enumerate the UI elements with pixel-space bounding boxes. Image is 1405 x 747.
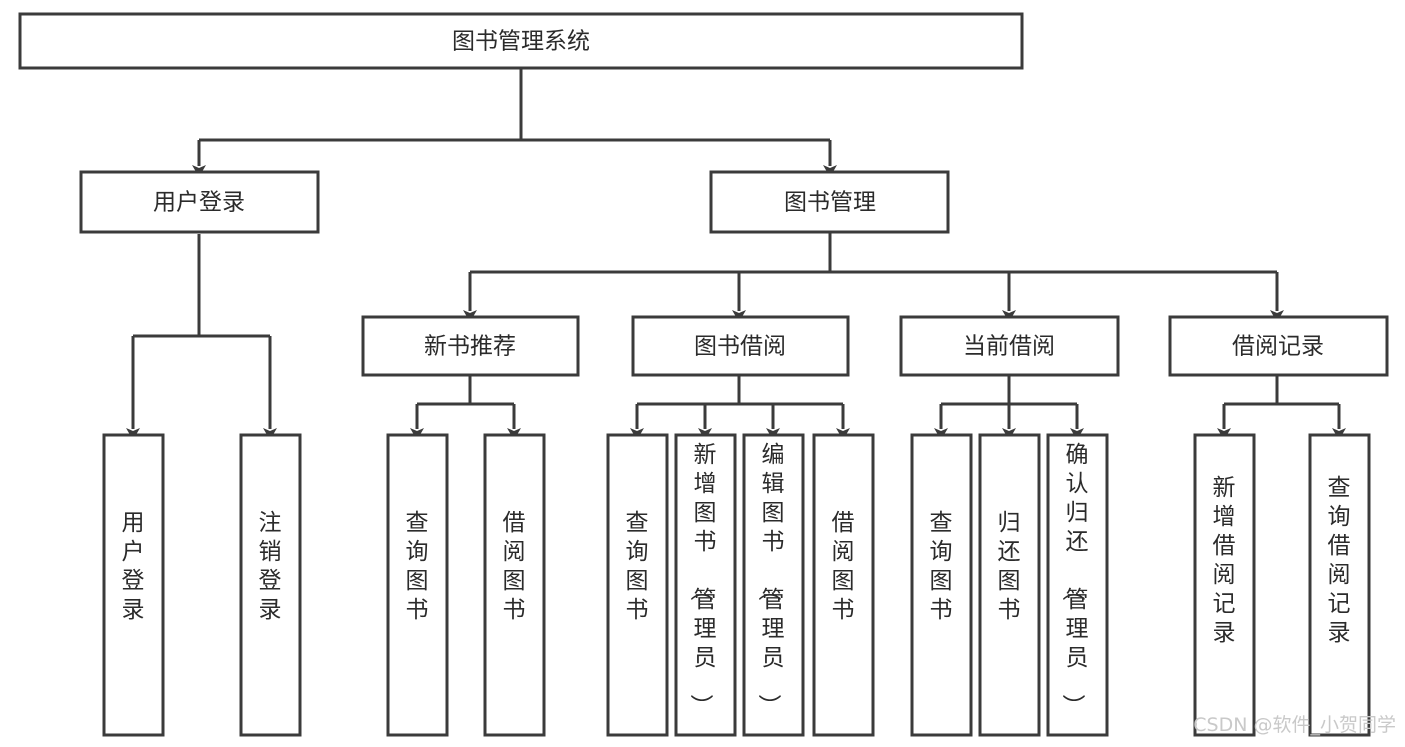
node-leaf-confirm-return[interactable]: 确认归还（管理员）: [1046, 433, 1109, 737]
node-current-borrow-box[interactable]: [899, 315, 1120, 377]
node-leaf-query-book-1-label: 查询图书: [406, 510, 429, 623]
node-leaf-query-record[interactable]: 查询借阅记录: [1308, 433, 1371, 737]
connector-layer: [126, 68, 1346, 440]
node-root[interactable]: 图书管理系统: [18, 12, 1024, 70]
node-leaf-borrow-book-2-box[interactable]: [812, 433, 875, 737]
node-user-login-box[interactable]: [79, 170, 320, 234]
node-leaf-query-record-label: 查询借阅记录: [1328, 475, 1351, 646]
node-leaf-edit-book-label: 编辑图书（管理员）: [756, 442, 785, 717]
node-book-manage[interactable]: 图书管理: [709, 170, 950, 234]
node-leaf-add-book-label: 新增图书（管理员）: [688, 442, 717, 717]
node-new-book-rec-box[interactable]: [361, 315, 580, 377]
node-leaf-query-book-2-box[interactable]: [606, 433, 669, 737]
node-leaf-borrow-book-1[interactable]: 借阅图书: [483, 433, 546, 737]
node-leaf-user-login[interactable]: 用户登录: [102, 433, 165, 737]
node-leaf-confirm-return-label: 确认归还（管理员）: [1060, 442, 1089, 717]
node-book-borrow[interactable]: 图书借阅: [631, 315, 850, 377]
node-leaf-add-record[interactable]: 新增借阅记录: [1193, 433, 1256, 737]
node-root-box[interactable]: [18, 12, 1024, 70]
node-leaf-query-record-box[interactable]: [1308, 433, 1371, 737]
node-leaf-query-book-2[interactable]: 查询图书: [606, 433, 669, 737]
node-leaf-borrow-book-1-box[interactable]: [483, 433, 546, 737]
node-new-book-rec-label: 新书推荐: [424, 334, 516, 360]
node-leaf-edit-book-box[interactable]: [742, 433, 805, 737]
node-leaf-query-book-1-box[interactable]: [386, 433, 449, 737]
node-leaf-user-logout-label: 注销登录: [259, 510, 282, 623]
node-leaf-add-book[interactable]: 新增图书（管理员）: [674, 433, 737, 737]
node-leaf-query-book-3-box[interactable]: [910, 433, 973, 737]
node-book-borrow-label: 图书借阅: [694, 334, 786, 360]
node-current-borrow[interactable]: 当前借阅: [899, 315, 1120, 377]
node-leaf-query-book-3-label: 查询图书: [930, 510, 953, 623]
node-leaf-borrow-book-2-label: 借阅图书: [832, 510, 855, 623]
node-leaf-add-record-label: 新增借阅记录: [1213, 475, 1236, 646]
node-leaf-return-book[interactable]: 归还图书: [978, 433, 1041, 737]
node-leaf-user-logout[interactable]: 注销登录: [239, 433, 302, 737]
node-leaf-query-book-3[interactable]: 查询图书: [910, 433, 973, 737]
node-user-login-label: 用户登录: [153, 190, 245, 216]
node-borrow-record-box[interactable]: [1168, 315, 1389, 377]
node-book-manage-label: 图书管理: [784, 190, 876, 216]
node-leaf-query-book-1[interactable]: 查询图书: [386, 433, 449, 737]
node-book-borrow-box[interactable]: [631, 315, 850, 377]
node-leaf-edit-book[interactable]: 编辑图书（管理员）: [742, 433, 805, 737]
watermark-label: CSDN @软件_小贺同学: [1193, 714, 1396, 736]
node-leaf-return-book-box[interactable]: [978, 433, 1041, 737]
node-leaf-return-book-label: 归还图书: [998, 510, 1021, 623]
node-leaf-user-login-box[interactable]: [102, 433, 165, 737]
node-current-borrow-label: 当前借阅: [963, 334, 1055, 360]
node-book-manage-box[interactable]: [709, 170, 950, 234]
node-new-book-rec[interactable]: 新书推荐: [361, 315, 580, 377]
node-leaf-add-record-box[interactable]: [1193, 433, 1256, 737]
node-leaf-user-login-label: 用户登录: [122, 510, 145, 623]
node-borrow-record-label: 借阅记录: [1232, 334, 1324, 360]
node-leaf-add-book-box[interactable]: [674, 433, 737, 737]
node-borrow-record[interactable]: 借阅记录: [1168, 315, 1389, 377]
node-leaf-borrow-book-1-label: 借阅图书: [503, 510, 526, 623]
node-leaf-confirm-return-box[interactable]: [1046, 433, 1109, 737]
node-user-login[interactable]: 用户登录: [79, 170, 320, 234]
node-root-label: 图书管理系统: [452, 29, 590, 55]
node-leaf-user-logout-box[interactable]: [239, 433, 302, 737]
node-leaf-borrow-book-2[interactable]: 借阅图书: [812, 433, 875, 737]
node-leaf-query-book-2-label: 查询图书: [626, 510, 649, 623]
